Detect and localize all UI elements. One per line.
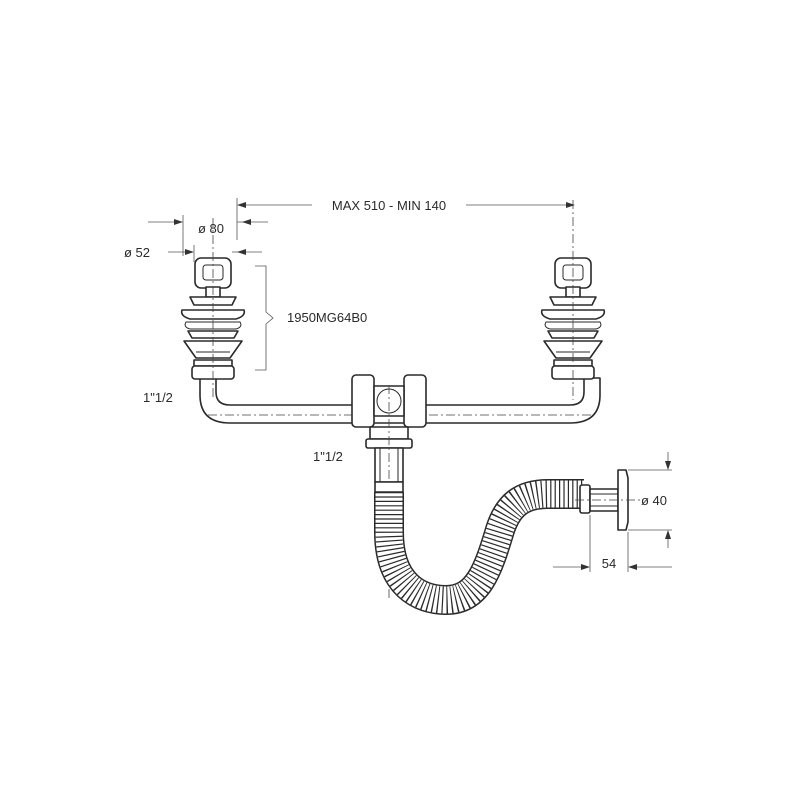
span-dimension: MAX 510 - MIN 140 [236, 198, 575, 240]
outlet-diameter-label: ø 40 [641, 493, 667, 508]
outer-diameter-label: ø 80 [198, 221, 224, 236]
left-thread-label: 1"1/2 [143, 390, 173, 405]
outlet-diameter-dimension: ø 40 [628, 452, 672, 548]
outlet-length-label: 54 [602, 556, 616, 571]
span-label: MAX 510 - MIN 140 [332, 198, 446, 213]
waste-code-label: 1950MG64B0 [287, 310, 367, 325]
outer-diameter-dimension: ø 80 [148, 215, 268, 256]
waste-code-brace: 1950MG64B0 [255, 265, 367, 371]
outlet-length-dimension: 54 [553, 515, 672, 572]
inner-diameter-label: ø 52 [124, 245, 150, 260]
outlet-spigot [575, 469, 640, 531]
flexible-hose [374, 479, 584, 615]
inner-diameter-dimension: ø 52 [124, 245, 262, 262]
center-thread-label: 1"1/2 [313, 449, 343, 464]
central-tee [351, 374, 427, 600]
